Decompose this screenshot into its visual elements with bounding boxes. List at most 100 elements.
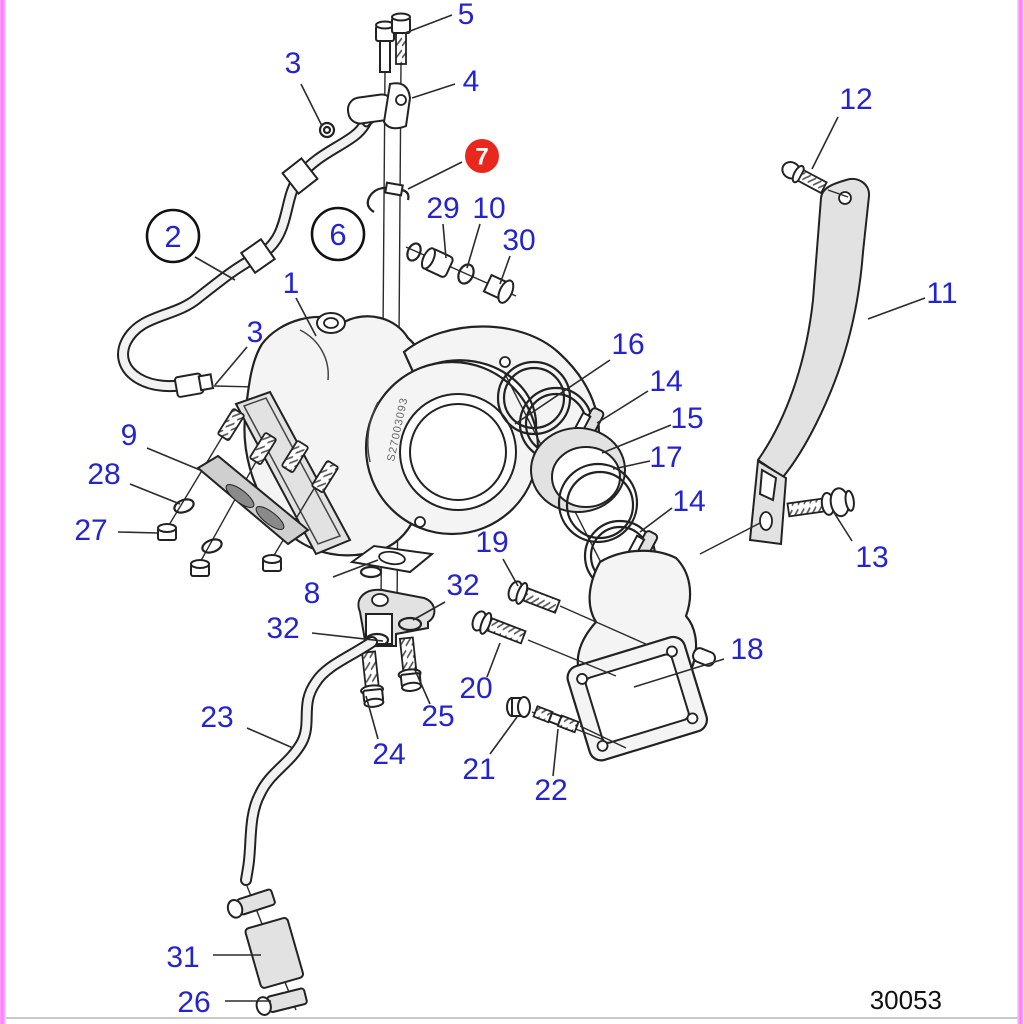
callout-2[interactable]: 2 <box>145 208 236 281</box>
callout-number: 29 <box>426 192 459 225</box>
clamp-part4 <box>346 82 412 130</box>
leader-line <box>365 695 379 740</box>
leader-line <box>639 507 673 533</box>
callout-number: 32 <box>266 612 299 645</box>
callout-14[interactable]: 14 <box>639 485 706 533</box>
leader-line <box>466 223 481 269</box>
callout-22[interactable]: 22 <box>534 728 568 807</box>
leader-line <box>412 601 446 621</box>
callout-30[interactable]: 30 <box>499 224 536 285</box>
callout-4[interactable]: 4 <box>411 65 479 99</box>
callout-circle <box>310 206 366 262</box>
callout-7[interactable]: 7 <box>407 139 499 190</box>
callout-number: 14 <box>649 365 682 398</box>
drawing-number: 30053 <box>869 985 942 1015</box>
callout-number: 19 <box>475 526 508 559</box>
leader-line <box>295 297 317 337</box>
callout-9[interactable]: 9 <box>121 419 201 471</box>
callout-number: 5 <box>458 0 475 31</box>
leader-line <box>442 223 447 259</box>
callout-24[interactable]: 24 <box>365 695 406 771</box>
callout-number: 11 <box>926 277 957 310</box>
leader-line <box>332 559 379 578</box>
callout-32[interactable]: 32 <box>266 612 384 645</box>
callout-21[interactable]: 21 <box>462 716 518 786</box>
oil-drain-flange-group <box>349 544 436 708</box>
elbow-fastener-group <box>471 580 649 749</box>
nut-part27 <box>157 523 282 577</box>
leader-line <box>214 346 248 386</box>
leader-line <box>300 83 323 127</box>
callout-25[interactable]: 25 <box>414 669 455 733</box>
leader-line <box>867 297 926 320</box>
callout-number: 3 <box>247 316 264 349</box>
callout-10[interactable]: 10 <box>466 192 506 269</box>
leader-line <box>414 669 431 705</box>
callout-20[interactable]: 20 <box>459 642 501 705</box>
page-border-right <box>1017 0 1023 1024</box>
callout-14[interactable]: 14 <box>596 365 683 424</box>
callout-number: 22 <box>534 774 567 807</box>
leader-line <box>596 390 649 424</box>
callout-26[interactable]: 26 <box>177 986 271 1019</box>
studs-gasket-group <box>157 408 339 577</box>
leader-line <box>514 359 611 425</box>
callout-3[interactable]: 3 <box>214 316 264 386</box>
callout-15[interactable]: 15 <box>601 402 704 454</box>
callout-number: 3 <box>285 47 302 80</box>
callout-6[interactable]: 6 <box>310 206 366 262</box>
bolt-part20 <box>471 610 527 645</box>
callout-17[interactable]: 17 <box>612 441 683 474</box>
page-bottom-rule <box>6 1017 1018 1019</box>
callout-1[interactable]: 1 <box>283 267 317 337</box>
callout-number: 25 <box>421 700 454 733</box>
hose-part31 <box>244 917 305 989</box>
diagram-artwork: S27003093 <box>117 12 871 1016</box>
callout-number: 30 <box>502 224 535 257</box>
support-bracket-part11 <box>699 178 871 555</box>
callout-29[interactable]: 29 <box>426 192 460 259</box>
callout-8[interactable]: 8 <box>304 559 379 610</box>
leader-line <box>194 256 236 281</box>
leader-line <box>811 116 839 170</box>
callout-number: 1 <box>283 267 300 300</box>
callout-27[interactable]: 27 <box>74 514 159 547</box>
bolt-part19 <box>507 580 561 614</box>
callout-5[interactable]: 5 <box>404 0 475 34</box>
callout-23[interactable]: 23 <box>200 701 294 749</box>
callout-number: 31 <box>166 941 199 974</box>
leader-line <box>146 447 201 471</box>
callout-number: 23 <box>200 701 233 734</box>
callout-number: 8 <box>304 577 321 610</box>
leader-line <box>404 14 453 34</box>
leader-line <box>499 255 511 285</box>
callout-12[interactable]: 12 <box>811 83 873 170</box>
hose-clamp-upper <box>226 888 276 919</box>
leader-line <box>502 558 519 587</box>
callout-32[interactable]: 32 <box>412 569 480 621</box>
leader-line <box>601 424 672 454</box>
bolt-part25 <box>397 636 422 692</box>
leader-line <box>117 531 159 534</box>
callout-16[interactable]: 16 <box>514 328 645 425</box>
leader-line <box>129 483 181 505</box>
callout-number: 2 <box>164 219 181 254</box>
callout-31[interactable]: 31 <box>166 941 261 974</box>
leader-line <box>612 460 651 470</box>
bolt-part12 <box>781 161 849 198</box>
callout-19[interactable]: 19 <box>475 526 519 587</box>
drain-pipe-group <box>226 636 378 1016</box>
leader-line <box>489 716 518 755</box>
callout-number: 18 <box>730 633 763 666</box>
callout-11[interactable]: 11 <box>867 277 958 320</box>
callout-28[interactable]: 28 <box>87 458 181 505</box>
callout-3[interactable]: 3 <box>285 47 323 127</box>
seal-ring-part3 <box>318 121 336 139</box>
callout-18[interactable]: 18 <box>633 633 764 688</box>
leader-line <box>407 161 463 190</box>
callout-number: 13 <box>855 541 888 574</box>
nut-part21 <box>506 696 531 718</box>
leader-line <box>552 728 559 777</box>
callout-13[interactable]: 13 <box>832 510 889 574</box>
